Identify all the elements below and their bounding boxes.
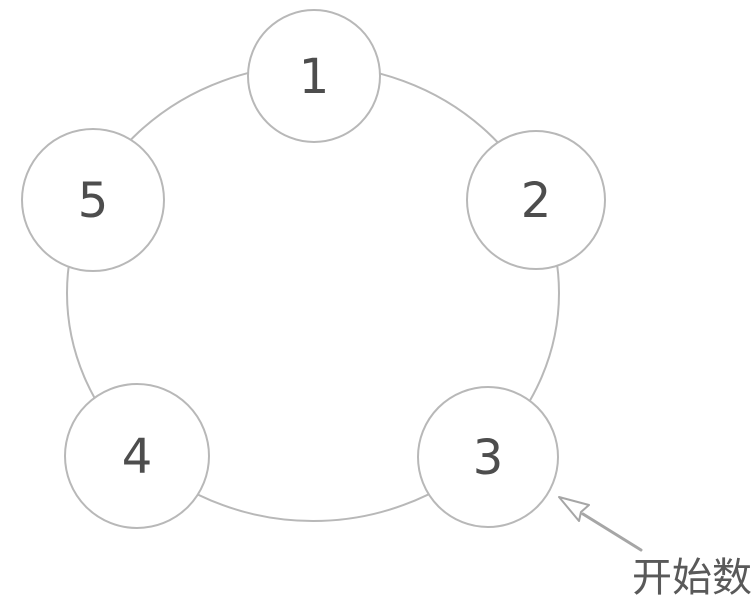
node-circle-3 (417, 386, 559, 528)
node-5: 5 (21, 128, 165, 272)
node-circle-2 (466, 130, 606, 270)
node-label-4: 4 (122, 429, 153, 485)
annotation-label: 开始数 (632, 555, 751, 601)
node-circle-5 (21, 128, 165, 272)
ring-and-nodes: 1 2 3 4 5 (21, 9, 606, 529)
arrow-line (581, 512, 643, 552)
node-2: 2 (466, 130, 606, 270)
node-4: 4 (64, 383, 210, 529)
node-circle-1 (247, 9, 381, 143)
node-3: 3 (417, 386, 559, 528)
node-label-3: 3 (473, 430, 504, 486)
node-1: 1 (247, 9, 381, 143)
node-label-2: 2 (521, 173, 552, 229)
node-circle-4 (64, 383, 210, 529)
arrow-head-icon (558, 496, 590, 522)
node-label-1: 1 (299, 49, 330, 105)
annotation-arrow (558, 496, 643, 552)
node-label-5: 5 (78, 173, 109, 229)
